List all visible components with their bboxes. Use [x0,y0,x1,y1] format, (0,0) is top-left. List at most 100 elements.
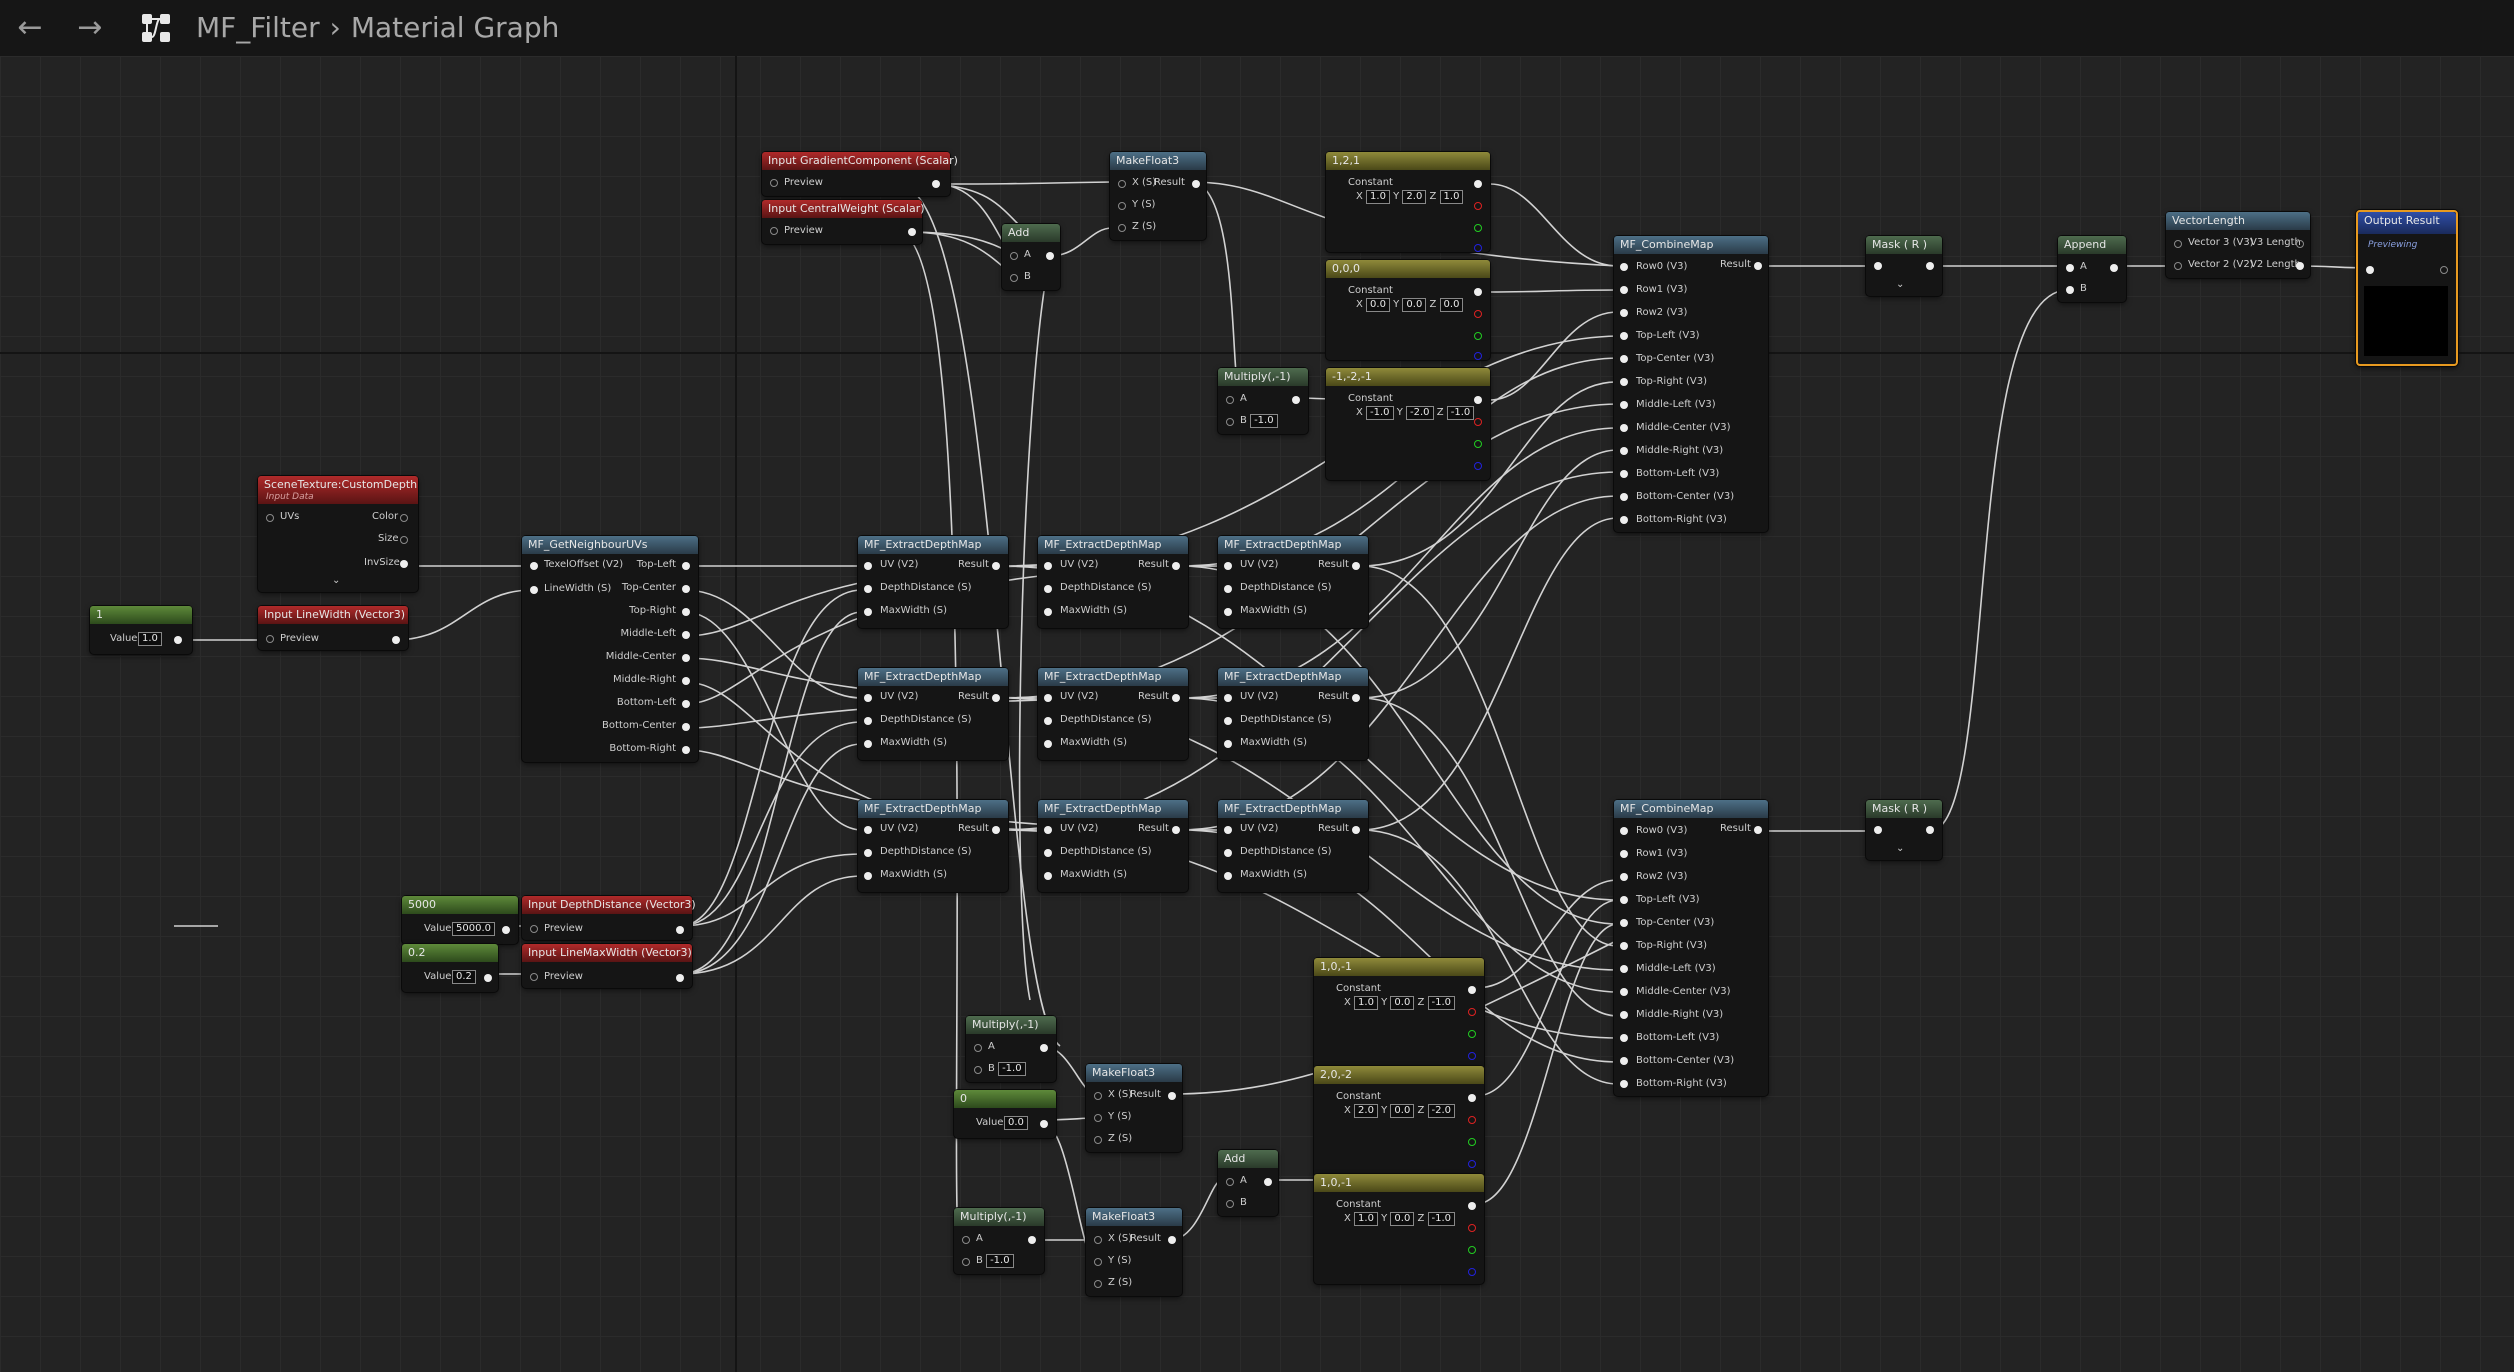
input-pin-v3[interactable] [2174,240,2182,248]
input-pin-b[interactable] [1226,1200,1234,1208]
input-pin[interactable] [1620,447,1628,455]
output-pin[interactable] [676,926,684,934]
output-pin-b[interactable] [1468,1052,1476,1060]
constant-20m2-node[interactable]: 2,0,-2 Constant X 2.0 Y 0.0 Z -2.0 [1314,1066,1484,1178]
input-pin-maxwidth[interactable] [1044,740,1052,748]
input-depthdistance-node[interactable]: Input DepthDistance (Vector3) Preview [522,896,696,940]
scalar-5000-node[interactable]: 5000 Value 5000.0 [402,896,518,944]
value-input[interactable]: 0.2 [452,970,476,984]
input-pin-texeloffset[interactable] [530,562,538,570]
output-pin[interactable] [1926,826,1934,834]
extractdepthmap-node[interactable]: MF_ExtractDepthMap UV (V2) Result DepthD… [858,800,1008,892]
output-pin[interactable] [682,700,690,708]
constant-m1m2m1-node[interactable]: -1,-2,-1 Constant X -1.0 Y -2.0 Z -1.0 [1326,368,1490,480]
output-pin-color[interactable] [400,514,408,522]
input-pin-a[interactable] [2066,264,2074,272]
y-value[interactable]: 0.0 [1390,1104,1415,1118]
y-value[interactable]: 0.0 [1402,298,1427,312]
output-pin[interactable] [1046,252,1054,260]
input-pin-b[interactable] [962,1258,970,1266]
input-pin-depth[interactable] [1224,585,1232,593]
output-pin[interactable] [682,746,690,754]
input-pin-maxwidth[interactable] [1224,740,1232,748]
input-pin-depth[interactable] [1224,717,1232,725]
x-value[interactable]: 0.0 [1366,298,1390,312]
makefloat3-node-bottom-2[interactable]: MakeFloat3 X (S) Y (S) Z (S) Result [1086,1208,1182,1296]
input-pin[interactable] [1620,1034,1628,1042]
extractdepthmap-node[interactable]: MF_ExtractDepthMap UV (V2) Result DepthD… [1218,536,1368,628]
output-pin[interactable] [1040,1044,1048,1052]
input-pin[interactable] [1874,826,1882,834]
input-pin[interactable] [1620,988,1628,996]
add-node-top[interactable]: Add A B [1002,224,1060,290]
input-pin-uv[interactable] [1044,826,1052,834]
input-pin[interactable] [1620,1080,1628,1088]
output-pin[interactable] [1172,694,1180,702]
arrow-left-icon[interactable]: ← [17,10,43,45]
mask-r-node-bottom[interactable]: Mask ( R ) ⌄ [1866,800,1942,860]
input-pin[interactable] [1620,470,1628,478]
constant-fields[interactable]: X 0.0 Y 0.0 Z 0.0 [1356,298,1464,312]
input-linewidth-node[interactable]: Input LineWidth (Vector3) Preview [258,606,408,650]
z-value[interactable]: 1.0 [1439,190,1464,204]
y-value[interactable]: 0.0 [1390,996,1415,1010]
output-pin[interactable] [392,636,400,644]
z-value[interactable]: 0.0 [1439,298,1464,312]
output-pin[interactable] [932,180,940,188]
input-pin-maxwidth[interactable] [864,872,872,880]
constant-fields[interactable]: X 1.0 Y 0.0 Z -1.0 [1344,996,1456,1010]
output-pin-g[interactable] [1474,224,1482,232]
combinemap-node-bottom[interactable]: MF_CombineMap Result Row0 (V3) Row1 (V3)… [1614,800,1768,1096]
input-pin-z[interactable] [1094,1136,1102,1144]
input-pin-x[interactable] [1094,1236,1102,1244]
input-pin-uv[interactable] [864,694,872,702]
chevron-down-icon[interactable]: ⌄ [1896,279,1905,290]
input-pin[interactable] [530,925,538,933]
constant-fields[interactable]: X 2.0 Y 0.0 Z -2.0 [1344,1104,1456,1118]
output-pin-g[interactable] [1468,1030,1476,1038]
input-pin-maxwidth[interactable] [1224,608,1232,616]
input-pin-z[interactable] [1094,1280,1102,1288]
input-pin[interactable] [770,227,778,235]
output-pin[interactable] [1192,180,1200,188]
output-pin[interactable] [1168,1092,1176,1100]
extractdepthmap-node[interactable]: MF_ExtractDepthMap UV (V2) Result DepthD… [858,536,1008,628]
input-pin-x[interactable] [1094,1092,1102,1100]
output-pin-g[interactable] [1474,440,1482,448]
input-pin[interactable] [1620,850,1628,858]
output-pin-g[interactable] [1468,1138,1476,1146]
output-pin[interactable] [676,974,684,982]
extractdepthmap-node[interactable]: MF_ExtractDepthMap UV (V2) Result DepthD… [1218,800,1368,892]
output-pin-v3-length[interactable] [2296,240,2304,248]
scalar-02-node[interactable]: 0.2 Value 0.2 [402,944,498,992]
constant-10m1-node-a[interactable]: 1,0,-1 Constant X 1.0 Y 0.0 Z -1.0 [1314,958,1484,1070]
input-pin-maxwidth[interactable] [1224,872,1232,880]
output-pin[interactable] [682,631,690,639]
constant-10m1-node-b[interactable]: 1,0,-1 Constant X 1.0 Y 0.0 Z -1.0 [1314,1174,1484,1284]
x-value[interactable]: -1.0 [1366,406,1394,420]
input-pin-a[interactable] [962,1236,970,1244]
input-pin-linewidth[interactable] [530,586,538,594]
input-pin-uv[interactable] [864,562,872,570]
b-value[interactable]: -1.0 [998,1062,1026,1076]
input-pin[interactable] [1620,919,1628,927]
breadcrumb-asset[interactable]: MF_Filter [196,11,320,44]
input-pin[interactable] [1620,401,1628,409]
input-gradientcomponent-node[interactable]: Input GradientComponent (Scalar) Preview [762,152,958,196]
input-pin-a[interactable] [974,1044,982,1052]
output-pin-b[interactable] [1474,462,1482,470]
b-value[interactable]: -1.0 [1250,414,1278,428]
input-pin-maxwidth[interactable] [864,608,872,616]
output-pin-invsize[interactable] [400,560,408,568]
input-centralweight-node[interactable]: Input CentralWeight (Scalar) Preview [762,200,925,244]
output-pin[interactable] [1352,694,1360,702]
z-value[interactable]: -1.0 [1427,996,1456,1010]
output-pin[interactable] [2440,266,2448,274]
chevron-down-icon[interactable]: ⌄ [332,575,341,586]
input-pin[interactable] [1620,873,1628,881]
input-pin-maxwidth[interactable] [1044,872,1052,880]
b-value[interactable]: -1.0 [986,1254,1014,1268]
output-pin[interactable] [682,585,690,593]
output-pin[interactable] [1474,180,1482,188]
input-pin[interactable] [1620,1011,1628,1019]
